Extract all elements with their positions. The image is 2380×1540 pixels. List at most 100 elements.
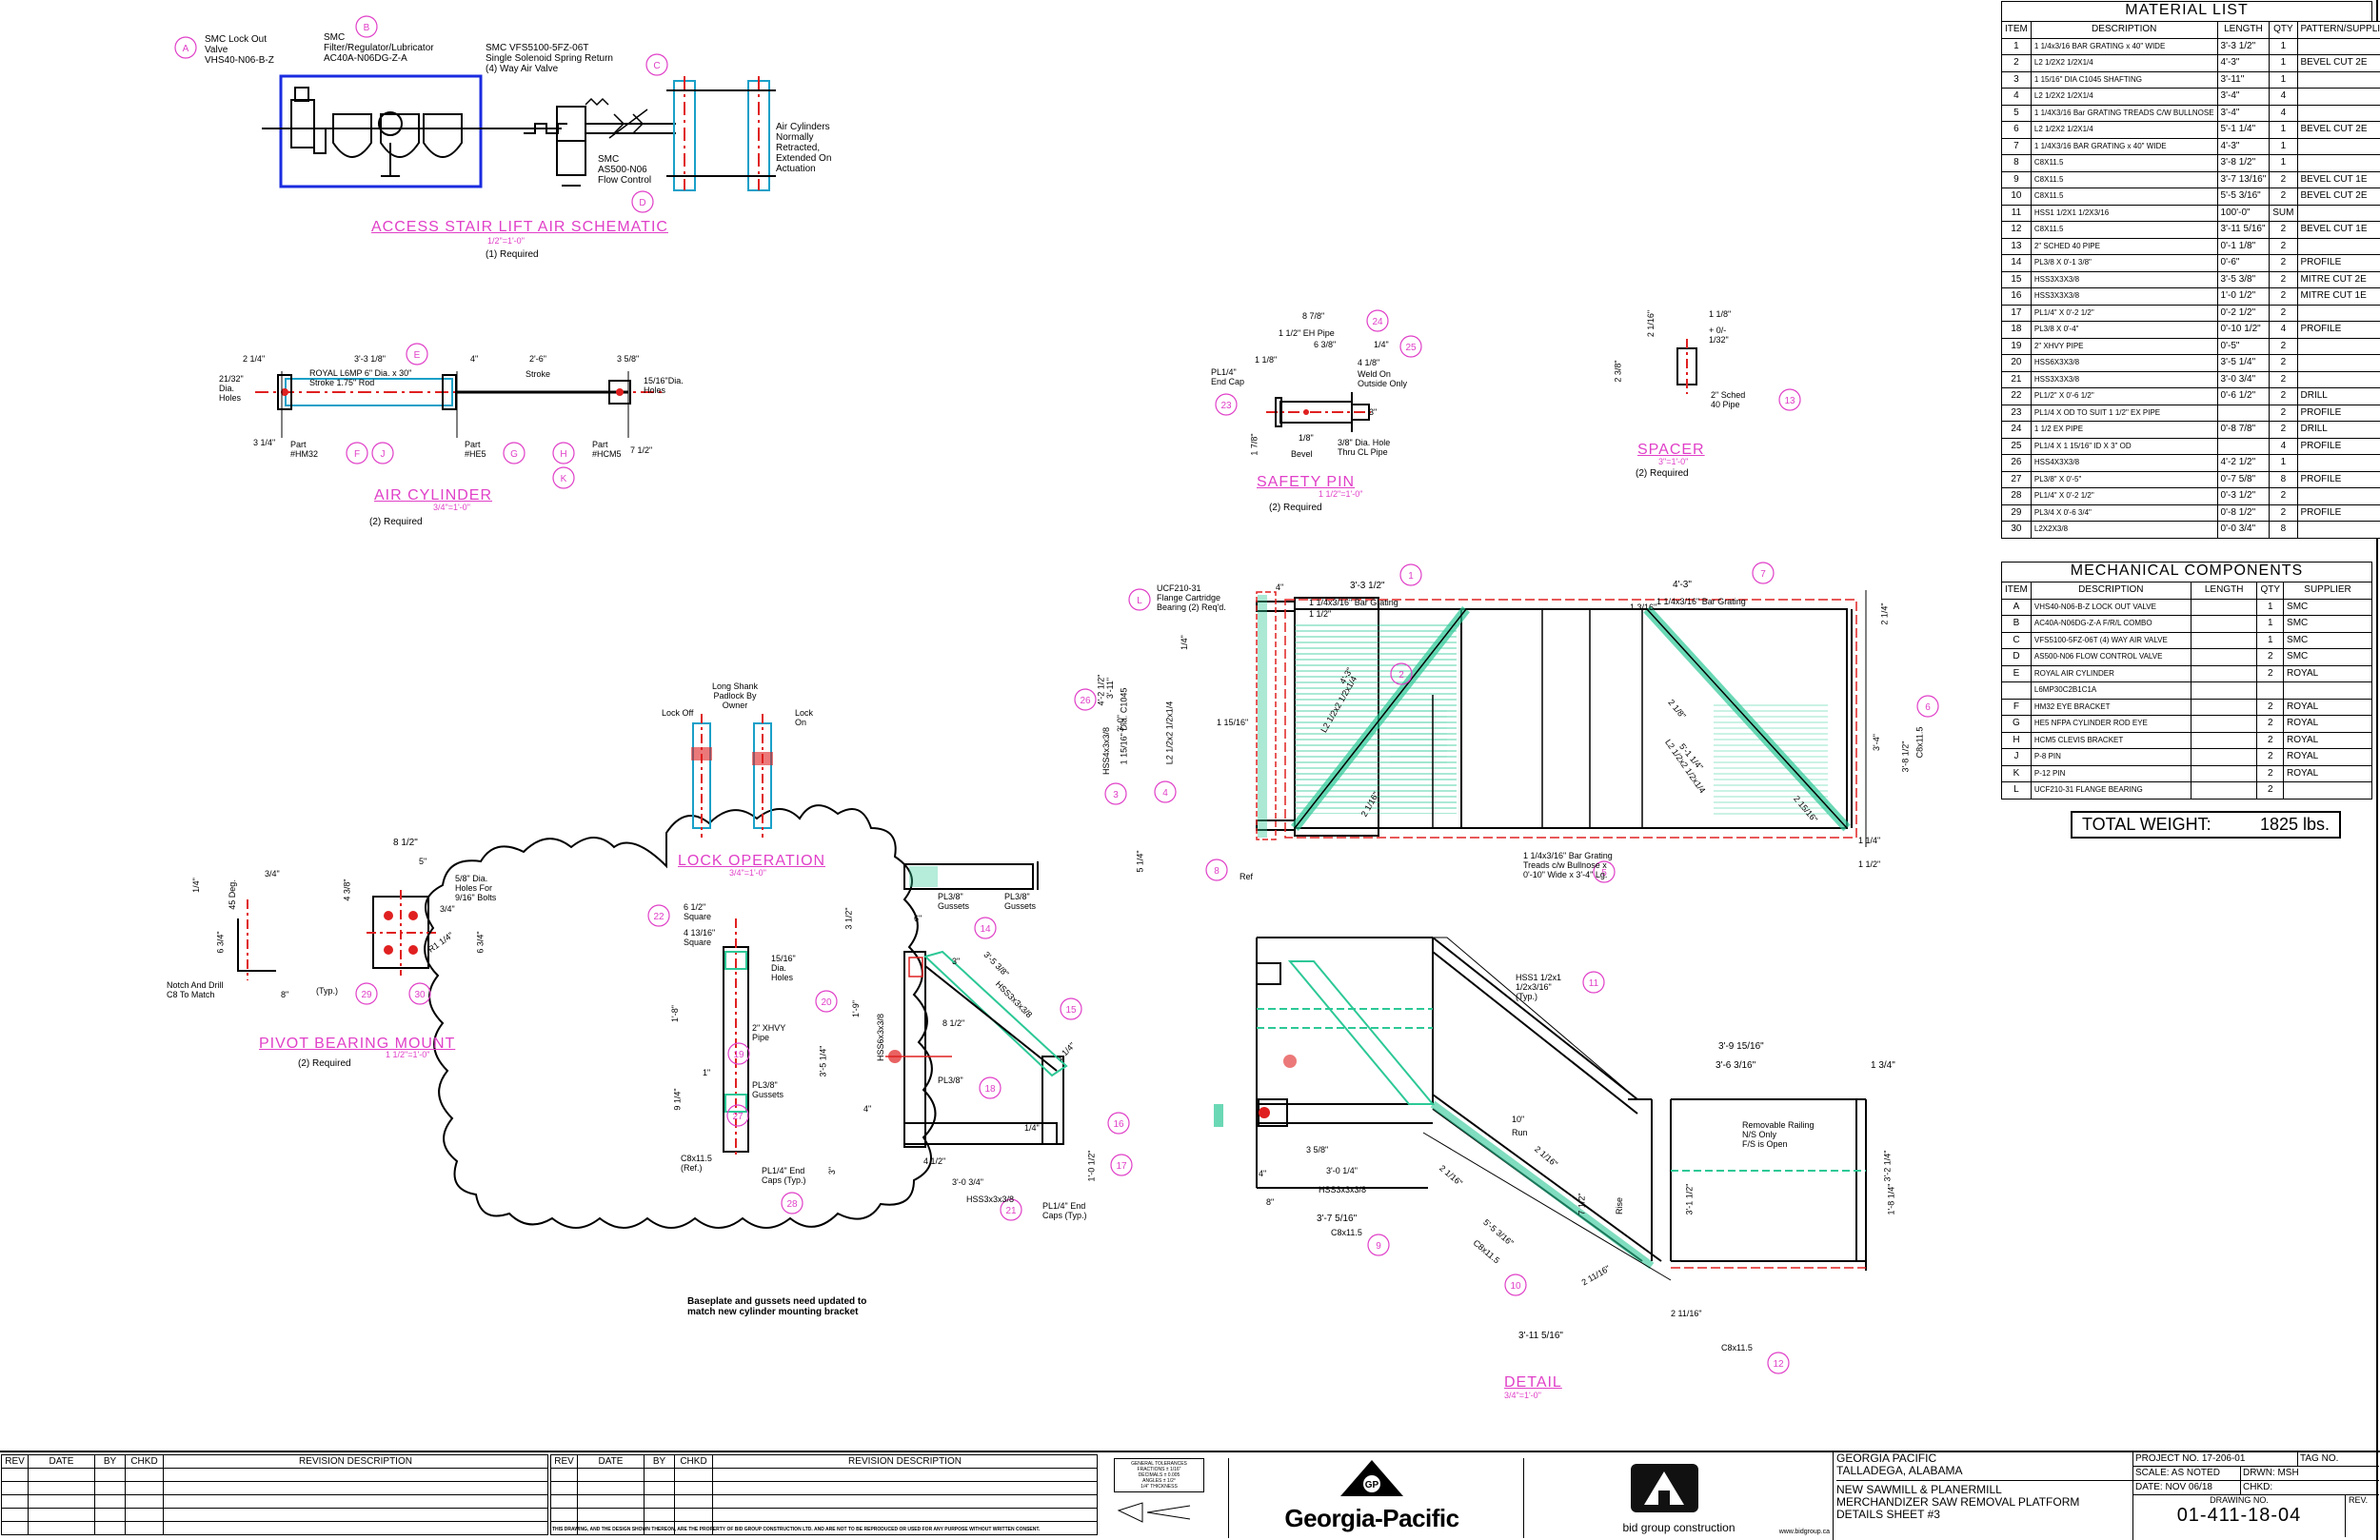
material-list-cell: 3'-4" <box>2216 104 2271 122</box>
mechanical-components-cell <box>2190 731 2258 749</box>
lock-dim-13: 3 1/2" <box>843 907 854 930</box>
material-list-cell: 0'-8 1/2" <box>2216 503 2271 522</box>
material-list-cell <box>2296 354 2380 372</box>
revision-cell <box>28 1508 95 1522</box>
item-balloon: 10 <box>1504 1273 1527 1296</box>
material-list-cell: 26 <box>2001 454 2032 472</box>
material-list-cell: 2 <box>2269 387 2298 405</box>
mechanical-components-cell <box>2190 698 2258 716</box>
plan-dim-14: 3'-11" <box>1105 677 1116 700</box>
material-list-cell <box>2296 487 2380 505</box>
material-list-cell <box>2296 237 2380 255</box>
item-balloon: A <box>174 36 197 59</box>
material-list-cell: 19 <box>2001 337 2032 355</box>
material-list-cell <box>2296 454 2380 472</box>
air-schematic <box>262 74 776 191</box>
mechanical-components-cell: E <box>2001 664 2032 682</box>
plan-angle-1: L2 1/2x2 1/2x1/4 <box>1164 701 1175 765</box>
detail-title: DETAIL <box>1504 1374 1562 1391</box>
plan-c8: C8x11.5 <box>1914 726 1925 759</box>
spacer-title: SPACER <box>1637 442 1705 458</box>
tag-number: TAG NO. <box>2300 1453 2339 1464</box>
cylinder-title: AIR CYLINDER <box>374 487 493 503</box>
material-list-cell: 0'-0 3/4" <box>2216 521 2271 539</box>
revision-cell <box>644 1508 675 1522</box>
revision-cell <box>577 1468 645 1482</box>
item-balloon: 29 <box>355 982 378 1005</box>
material-list-cell: 2 <box>2269 254 2298 272</box>
mechanical-components-header-cell: ITEM <box>2001 582 2032 600</box>
drawing-date: DATE: NOV 06/18 <box>2133 1481 2241 1494</box>
revision-cell <box>550 1481 578 1495</box>
revision-cell <box>674 1468 713 1482</box>
revision-cell: REV <box>550 1454 578 1469</box>
revision-cell <box>644 1468 675 1482</box>
plan-grating-1: 1 1/4x3/16" Bar Grating <box>1309 598 1398 607</box>
revision-cell <box>125 1521 164 1535</box>
mechanical-components-cell: J <box>2001 748 2032 766</box>
material-list-cell: 0'-10 1/2" <box>2216 321 2271 339</box>
revision-row <box>550 1521 1098 1535</box>
material-list-cell <box>2296 137 2380 155</box>
mechanical-components-cell <box>2190 781 2258 800</box>
material-list-cell: 12 <box>2001 221 2032 239</box>
total-weight-label: TOTAL WEIGHT: <box>2082 815 2211 834</box>
material-list-cell: L2 1/2X2 1/2X1/4 <box>2030 88 2218 106</box>
material-list-header-cell: LENGTH <box>2216 21 2271 39</box>
svg-text:30: 30 <box>414 990 426 1000</box>
item-balloon: 14 <box>974 917 997 939</box>
item-balloon: L <box>1128 588 1151 611</box>
material-list-cell: 3'-11 5/16" <box>2216 221 2271 239</box>
revision-cell <box>94 1481 126 1495</box>
material-list-cell: 2 <box>2269 304 2298 322</box>
lock-dim-6: 8 1/2" <box>942 1018 965 1028</box>
revision-cell <box>550 1468 578 1482</box>
revision-cell <box>644 1481 675 1495</box>
revision-cell <box>163 1494 548 1509</box>
material-list-cell: 8 <box>2269 470 2298 488</box>
safety-pin-view <box>1266 392 1371 432</box>
revision-cell <box>550 1494 578 1509</box>
mechanical-components-row: L6MP30C2B1C1A <box>2001 681 2372 700</box>
lock-dim-1: 1'-8" <box>669 1005 680 1022</box>
svg-text:14: 14 <box>980 924 991 935</box>
revision-cell <box>712 1481 1098 1495</box>
material-list-cell <box>2296 88 2380 106</box>
material-list-cell: 1 <box>2269 54 2298 72</box>
detail-dim-1: 3'-9 15/16" <box>1718 1041 1764 1052</box>
item-balloon: 30 <box>408 982 431 1005</box>
material-list-cell: PL3/8" X 0'-5" <box>2030 470 2218 488</box>
material-list-cell: 1 <box>2269 70 2298 89</box>
platform-plan-view <box>1256 590 1867 847</box>
pin-dim-5: 1/4" <box>1374 340 1389 349</box>
material-list-cell: HSS4X3X3/8 <box>2030 454 2218 472</box>
plan-ref: Ref <box>1240 872 1254 881</box>
lockout-valve-symbol <box>290 87 327 154</box>
revision-cell <box>163 1521 548 1535</box>
item-balloon: 22 <box>647 904 670 927</box>
cylinder-dim-7: 7 1/2" <box>630 445 653 455</box>
material-list-cell: 3'-0 3/4" <box>2216 370 2271 388</box>
revision-cell <box>94 1468 126 1482</box>
detail-hss-2: HSS3x3x3/8 <box>1319 1185 1367 1194</box>
drawing-scale: SCALE: AS NOTED <box>2133 1467 2241 1480</box>
material-list-cell: 0'-5" <box>2216 337 2271 355</box>
spacer-dim-1: 1 1/8" <box>1709 309 1732 319</box>
item-balloon: 19 <box>727 1042 750 1065</box>
material-list-cell: 2" XHVY PIPE <box>2030 337 2218 355</box>
svg-text:A: A <box>183 44 189 54</box>
revision-cell <box>712 1494 1098 1509</box>
lock-xhvy: 2" XHVY Pipe <box>752 1023 786 1042</box>
